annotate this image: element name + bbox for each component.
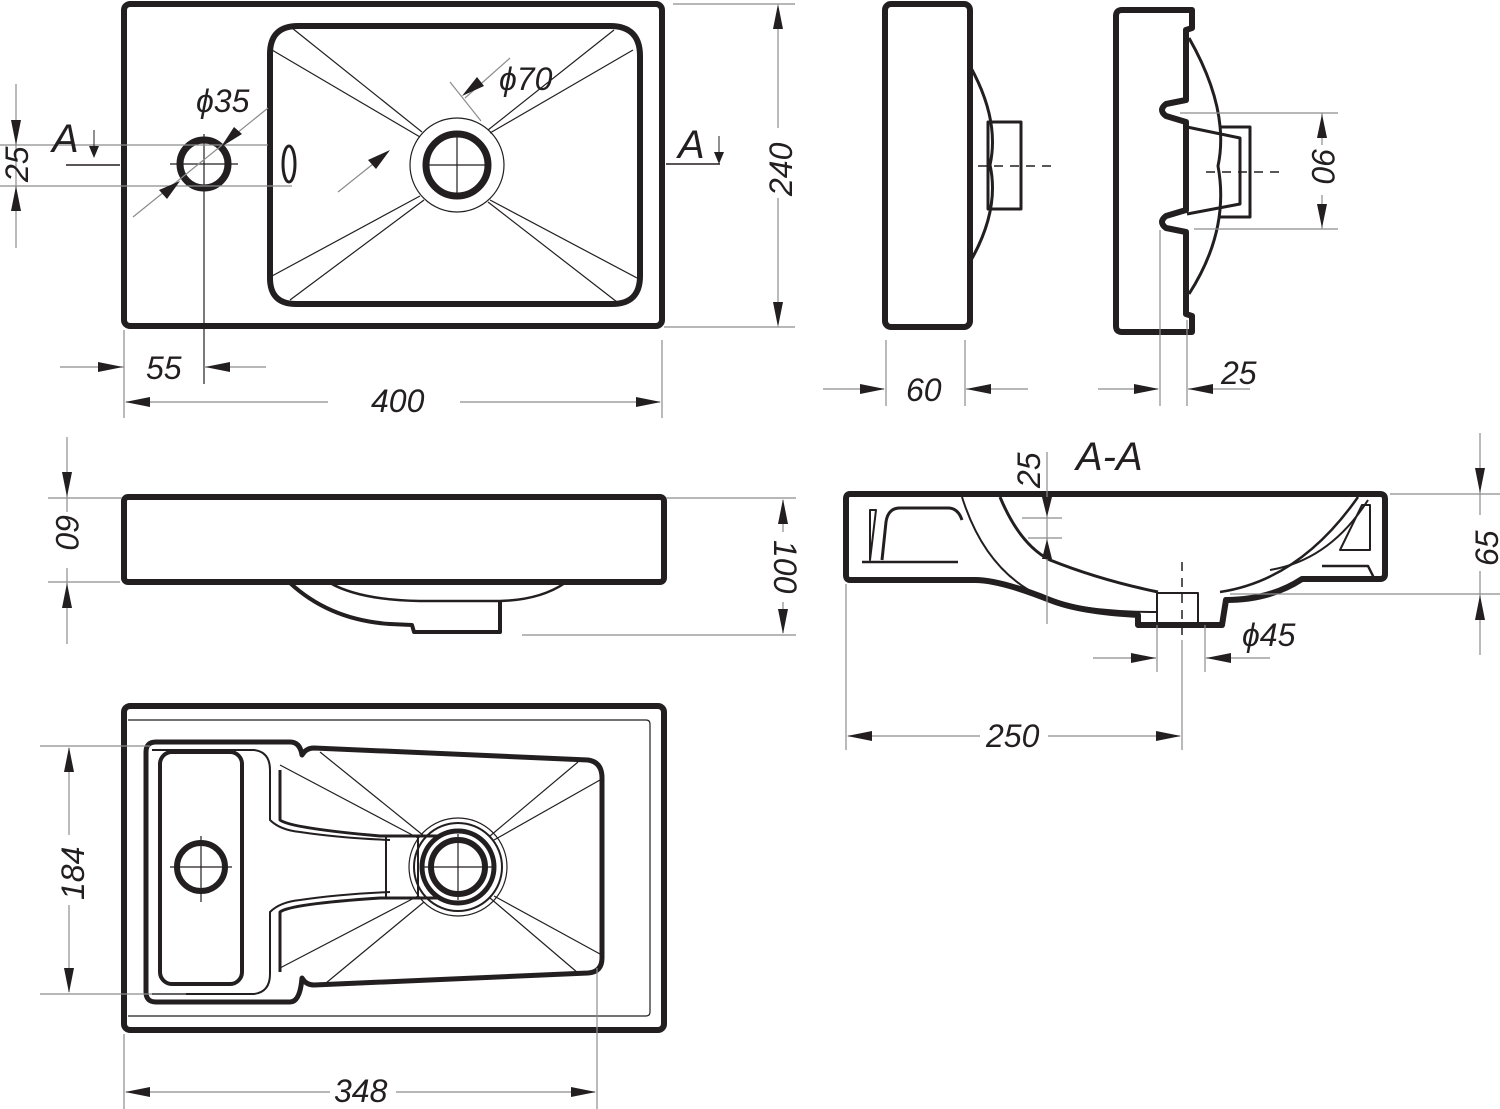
section-title: A-A <box>1074 435 1143 479</box>
dim-inner-depth-184: 184 <box>55 847 91 900</box>
bottom-deck-recess <box>158 750 244 986</box>
side-left-outline <box>882 1 973 330</box>
dim-tap-offset-55: 55 <box>146 350 182 386</box>
top-outer-outline <box>121 1 665 329</box>
front-bowl-underside <box>288 581 502 634</box>
dim-width-400: 400 <box>371 383 425 419</box>
bottom-outer-outline <box>121 703 667 1033</box>
front-view: 60 100 <box>48 437 803 644</box>
top-view: 25 A A ϕ35 ϕ70 240 55 <box>0 1 799 419</box>
overflow-slot <box>281 144 297 184</box>
bottom-slope-lines <box>279 751 601 984</box>
dim-drain-height-90: 90 <box>1305 148 1341 184</box>
side-right-outline <box>1113 7 1195 335</box>
dim-drain-offset-250: 250 <box>985 718 1040 754</box>
bottom-view: 184 348 <box>40 703 667 1109</box>
dim-outlet-diameter: ϕ45 <box>1242 617 1296 653</box>
top-bowl-slope-lines <box>271 27 638 303</box>
side-view-left: 60 <box>823 1 1052 408</box>
dim-section-rim-25: 25 <box>1011 452 1047 489</box>
section-view: A-A 25 65 ϕ45 <box>843 433 1500 754</box>
bottom-drain-outer-ring <box>408 817 508 917</box>
bottom-inner-rim <box>128 719 651 1017</box>
side-left-bowl-curve <box>968 65 994 263</box>
side-right-trap <box>1186 125 1242 216</box>
dim-drain-diameter: ϕ70 <box>499 61 553 97</box>
dim-side-depth-60: 60 <box>906 372 942 408</box>
dim-total-height-100: 100 <box>767 540 803 594</box>
side-right-bowl-curve <box>1187 37 1223 295</box>
dim-depth-240: 240 <box>763 142 799 197</box>
section-marker-left: A <box>50 117 79 161</box>
dim-section-height-65: 65 <box>1469 530 1500 566</box>
dim-inner-width-348: 348 <box>334 1073 388 1109</box>
dim-step-25: 25 <box>1220 355 1257 391</box>
front-rim-outline <box>121 494 667 585</box>
side-left-outlet <box>986 120 1023 211</box>
drain-outer-ring <box>409 117 505 213</box>
section-marker-right: A <box>676 123 705 167</box>
top-bowl-outline <box>267 23 643 307</box>
dim-tap-offset-25: 25 <box>0 146 35 183</box>
dim-rim-height-60: 60 <box>49 514 85 550</box>
dim-tap-hole-diameter: ϕ35 <box>196 83 250 119</box>
section-outline <box>843 491 1388 628</box>
bottom-body-outline <box>143 739 605 1005</box>
side-view-right: 90 25 <box>1098 7 1341 406</box>
